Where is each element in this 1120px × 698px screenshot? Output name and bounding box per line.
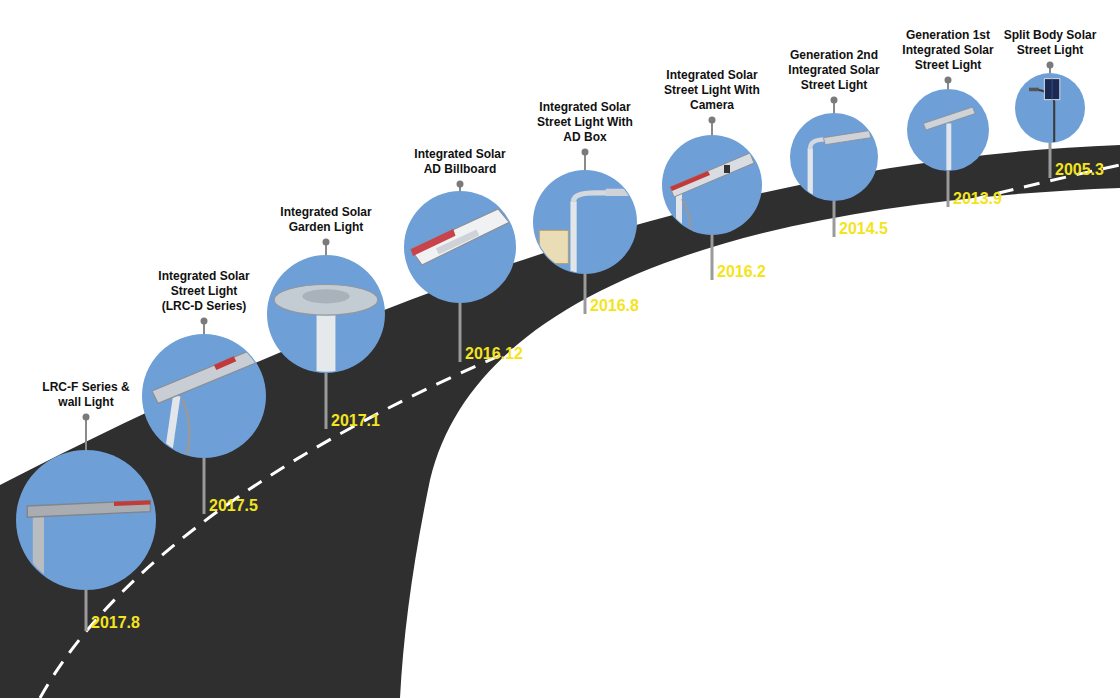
circle-outline <box>1015 73 1085 143</box>
milestone-title: Generation 1st Integrated Solar Street L… <box>898 28 998 73</box>
milestone-title: Integrated Solar Street Light With Camer… <box>662 68 762 113</box>
circle-fill <box>907 89 989 171</box>
milestone-date: 2016.8 <box>590 296 639 316</box>
road <box>0 145 1120 698</box>
milestone-date: 2016.12 <box>465 344 523 364</box>
circle-outline <box>404 191 516 303</box>
circle-outline <box>662 135 762 235</box>
milestone-title: Integrated Solar Street Light (LRC-D Ser… <box>154 269 254 314</box>
circle-fill <box>16 450 156 590</box>
milestone-circle: Generation 1st Integrated Solar Street L… <box>907 89 989 171</box>
milestone-title: Integrated Solar Street Light With AD Bo… <box>535 100 635 145</box>
circle-outline <box>16 450 156 590</box>
circle-fill <box>533 170 637 274</box>
milestone-circle: Integrated Solar Street Light (LRC-D Ser… <box>142 334 266 458</box>
milestone-circle: Integrated Solar Street Light With Camer… <box>662 135 762 235</box>
circle-fill <box>142 334 266 458</box>
milestone-circle: Split Body Solar Street Light2005.3 <box>1015 73 1085 143</box>
milestone-date: 2013.9 <box>953 189 1002 209</box>
circle-outline <box>142 334 266 458</box>
milestone-title: Integrated Solar AD Billboard <box>410 147 510 177</box>
circle-fill <box>790 113 878 201</box>
circle-fill <box>404 191 516 303</box>
milestone-circle: Generation 2nd Integrated Solar Street L… <box>790 113 878 201</box>
milestone-date: 2017.1 <box>331 411 380 431</box>
circle-fill <box>1015 73 1085 143</box>
milestone-circle: Integrated Solar Street Light With AD Bo… <box>533 170 637 274</box>
circle-outline <box>790 113 878 201</box>
milestone-date: 2017.5 <box>209 496 258 516</box>
milestone-date: 2014.5 <box>839 219 888 239</box>
circle-outline <box>907 89 989 171</box>
circle-outline <box>533 170 637 274</box>
milestone-circle: Integrated Solar AD Billboard2016.12 <box>404 191 516 303</box>
milestone-date: 2017.8 <box>91 613 140 633</box>
milestone-circle: Integrated Solar Garden Light2017.1 <box>267 255 385 373</box>
milestone-title: Generation 2nd Integrated Solar Street L… <box>784 48 884 93</box>
circle-fill <box>267 255 385 373</box>
milestone-title: Integrated Solar Garden Light <box>276 205 376 235</box>
milestone-date: 2016.2 <box>717 262 766 282</box>
road-centre-line <box>40 165 1120 698</box>
circle-outline <box>267 255 385 373</box>
milestone-title: LRC-F Series & wall Light <box>36 380 136 410</box>
circle-fill <box>662 135 762 235</box>
milestone-title: Split Body Solar Street Light <box>1000 28 1100 58</box>
date-sticks <box>86 143 1050 631</box>
milestone-circle: LRC-F Series & wall Light2017.8 <box>16 450 156 590</box>
milestone-date: 2005.3 <box>1055 160 1104 180</box>
